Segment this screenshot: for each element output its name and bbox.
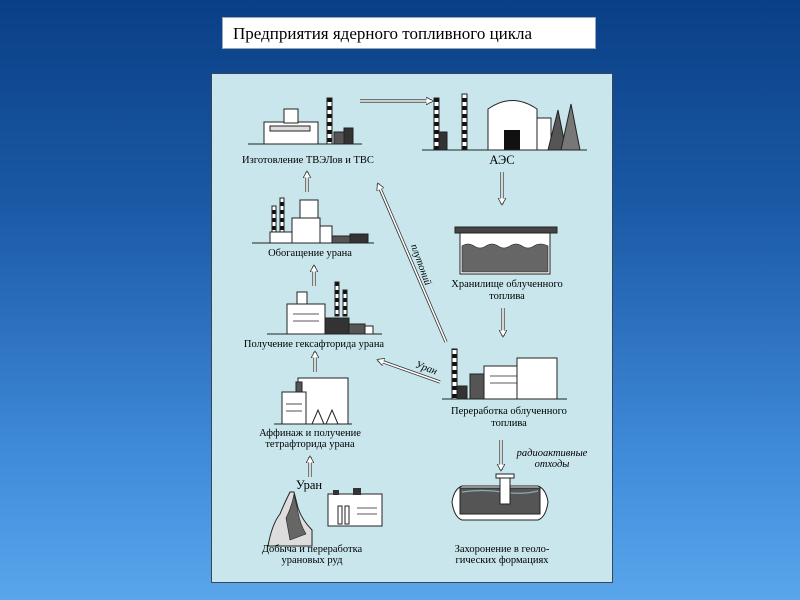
fuel-cycle-diagram: Изготовление ТВЭЛов и ТВС АЭС Обогащение…: [211, 73, 613, 583]
fuel-fabrication-plant-icon: [248, 97, 362, 145]
storage-label-line2: топлива: [489, 291, 525, 302]
hexafluoride-label: Получение гексафторида урана: [243, 339, 385, 350]
mining-label-line1: Добыча и переработка: [261, 544, 363, 555]
reprocessing-label-line1: Переработка облученного: [451, 406, 567, 417]
reprocessing-label-line2: топлива: [491, 418, 527, 429]
refining-label-line2: тетрафторида урана: [265, 439, 355, 450]
storage-label-line1: Хранилище облученного: [451, 279, 563, 290]
hexafluoride-plant-icon: [267, 281, 382, 335]
diagram-artwork: [248, 93, 587, 547]
npp-icon: [422, 93, 587, 151]
refining-label-line1: Аффинаж и получение: [259, 428, 361, 439]
fuel-fabrication-label: Изготовление ТВЭЛов и ТВС: [242, 155, 374, 166]
spent-fuel-storage-icon: [454, 226, 558, 275]
uranium-ore-label: Уран: [295, 478, 323, 492]
reprocessing-plant-icon: [442, 348, 567, 400]
refining-plant-icon: [274, 377, 352, 425]
npp-label: АЭС: [489, 153, 515, 167]
flow-arrows: [307, 101, 503, 477]
page-title: Предприятия ядерного топливного цикла: [222, 17, 596, 49]
mining-icon: [267, 488, 383, 547]
enrichment-plant-icon: [252, 197, 374, 244]
mining-label-line2: урановых руд: [281, 555, 343, 566]
burial-label-line2: гических формациях: [455, 555, 549, 566]
burial-label-line1: Захоронение в геоло-: [454, 544, 550, 555]
burial-site-icon: [451, 473, 549, 521]
radioactive-waste-label-line2: отходы: [534, 459, 570, 470]
radioactive-waste-label-line1: радиоактивные: [516, 448, 588, 459]
enrichment-label: Обогащение урана: [268, 248, 352, 259]
